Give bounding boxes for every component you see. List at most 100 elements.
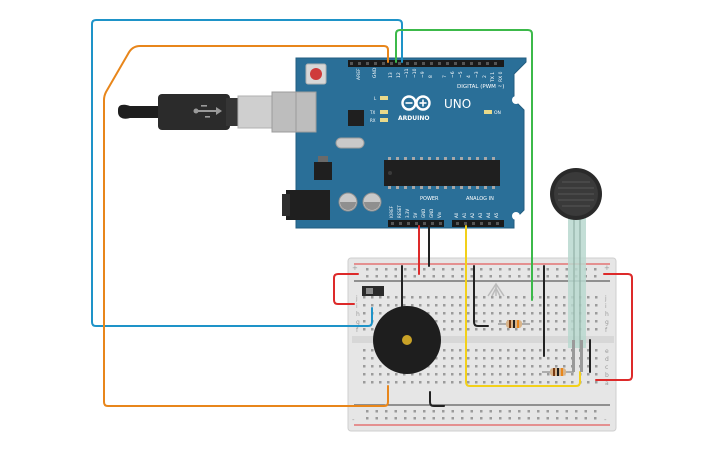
hole (451, 373, 454, 376)
hole (539, 312, 542, 315)
hole (363, 320, 366, 323)
wire-green[interactable] (395, 29, 533, 301)
row-letters-top: j i h g f j i h g f (355, 295, 609, 334)
hole (371, 365, 374, 368)
digital-header[interactable] (348, 60, 504, 67)
force-sensor[interactable] (550, 168, 602, 372)
hole (531, 349, 534, 352)
hole (443, 304, 446, 307)
pin-label: A4 (486, 212, 491, 218)
wire-red-left[interactable] (333, 273, 359, 305)
rail-hole (423, 268, 426, 271)
hole (419, 381, 422, 384)
rail-hole (413, 417, 416, 420)
rail-hole (489, 275, 492, 278)
rgb-led[interactable] (487, 282, 505, 297)
rail-plus-label-top-right: + (604, 264, 610, 272)
rail-hole (451, 275, 454, 278)
rail-hole (442, 417, 445, 420)
chip-pin (452, 186, 455, 189)
usb-cable[interactable] (118, 91, 307, 133)
hole (499, 381, 502, 384)
chip-pin (436, 157, 439, 160)
pin-label: ~9 (420, 71, 426, 78)
hole (371, 373, 374, 376)
pin-label: ~11 (404, 68, 410, 78)
rail-hole (556, 275, 559, 278)
rail-hole (423, 275, 426, 278)
chip-pin (396, 186, 399, 189)
header-pin (480, 222, 483, 225)
pin-label: Vin (437, 211, 442, 218)
wire-red-right[interactable] (595, 273, 633, 381)
rail-hole (594, 417, 597, 420)
resistor[interactable] (498, 320, 530, 328)
hole (459, 304, 462, 307)
rail-hole (432, 417, 435, 420)
rail-hole (404, 268, 407, 271)
header-pin (431, 222, 434, 225)
hole (379, 365, 382, 368)
hole (443, 373, 446, 376)
rail-hole (394, 417, 397, 420)
hole (363, 357, 366, 360)
hole (459, 381, 462, 384)
analog-header[interactable] (452, 220, 504, 227)
rail-hole (366, 275, 369, 278)
hole (451, 312, 454, 315)
hole (547, 373, 550, 376)
rail-hole (594, 410, 597, 413)
hole (363, 365, 366, 368)
chip-pin (468, 186, 471, 189)
hole (515, 357, 518, 360)
chip-pin (460, 186, 463, 189)
hole (483, 349, 486, 352)
hole (507, 373, 510, 376)
hole (475, 312, 478, 315)
capacitor (338, 192, 358, 212)
hole (475, 328, 478, 331)
rail-hole (394, 268, 397, 271)
wire-orange[interactable] (103, 45, 389, 407)
hole (499, 296, 502, 299)
hole (443, 365, 446, 368)
rx-led (380, 118, 388, 122)
hole (395, 296, 398, 299)
hole (563, 312, 566, 315)
wire-yellow-a0[interactable] (465, 225, 581, 387)
usb-port (295, 91, 317, 133)
hole (523, 312, 526, 315)
wire-black-led[interactable] (473, 265, 489, 327)
hole (595, 320, 598, 323)
piezo-buzzer[interactable] (373, 306, 441, 374)
hole (499, 349, 502, 352)
slide-switch[interactable] (362, 286, 384, 296)
voltage-regulator-tab (318, 156, 328, 162)
rail-hole (366, 410, 369, 413)
l-led (380, 96, 388, 100)
header-pin (366, 62, 369, 65)
analog-pin-labels: A0 A1 A2 A3 A4 A5 (454, 212, 499, 218)
hole (547, 365, 550, 368)
wire-black-buzzer[interactable] (429, 391, 445, 407)
hole (507, 357, 510, 360)
hole (483, 381, 486, 384)
pin-label: A1 (462, 212, 467, 218)
rail-hole (404, 275, 407, 278)
hole (459, 320, 462, 323)
hole (451, 349, 454, 352)
hole (443, 357, 446, 360)
mounting-hole (512, 212, 520, 220)
hole (531, 373, 534, 376)
chip-pin (412, 157, 415, 160)
slide-switch-knob[interactable] (366, 288, 373, 294)
rail-hole (556, 417, 559, 420)
header-pin (399, 222, 402, 225)
hole (531, 320, 534, 323)
rail-hole (527, 268, 530, 271)
wire-blue[interactable] (91, 19, 403, 327)
chip-pin (492, 157, 495, 160)
resistor[interactable] (542, 368, 574, 376)
arduino-uno[interactable]: DIGITAL (PWM ~) 13 12 ~11 ~10 ~9 8 7 ~6 … (282, 57, 527, 229)
hole (451, 304, 454, 307)
